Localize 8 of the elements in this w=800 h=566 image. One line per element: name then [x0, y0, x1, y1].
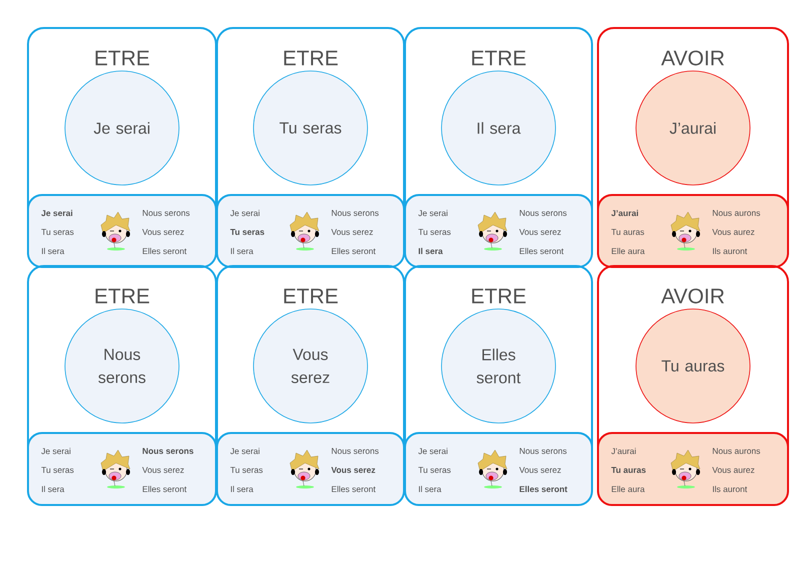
- conjugation-panel: Je serai Tu seras Il sera Nous serons Vous serez Elles seront: [404, 432, 593, 506]
- conjugation-panel: Je serai Tu seras Il sera Nous serons Vous serez Elles seront: [216, 432, 405, 506]
- conjugation-panel: Je serai Tu seras Il sera Nous serons Vous serez Elles seront: [27, 432, 217, 506]
- conjugation-panel: Je serai Tu seras Il sera Nous serons Vous serez Elles seront: [216, 194, 405, 268]
- conjugation-panel: J’aurai Tu auras Elle aura Nous aurons Vous aurez Ils auront: [597, 194, 789, 268]
- conjugation-panel: Je serai Tu seras Il sera Nous serons Vous serez Elles seront: [27, 194, 217, 268]
- conjugation-panel: Je serai Tu seras Il sera Nous serons Vous serez Elles seront: [404, 194, 593, 268]
- conjugation-panel: J’aurai Tu auras Elle aura Nous aurons Vous aurez Ils auront: [597, 432, 789, 506]
